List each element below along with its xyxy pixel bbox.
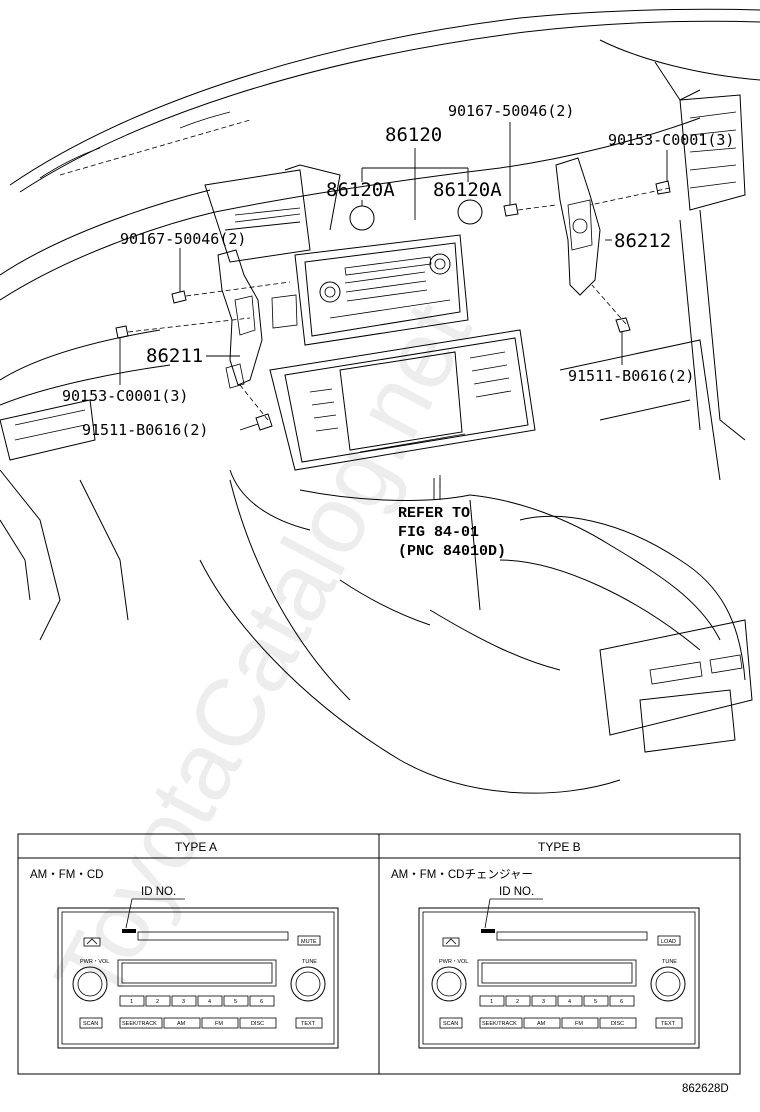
callout-90167-left: 90167-50046(2) [120,230,246,248]
dashboard-outline [0,8,760,794]
type-a-preset-1: 1 [130,999,133,1005]
type-a-btn-scan: SCAN [83,1021,98,1027]
type-a-btn-seek: SEEK/TRACK [122,1021,157,1027]
type-a-id-label: ID NO. [141,886,176,898]
assembly-lines [127,187,671,490]
type-b-preset-5: 5 [594,999,597,1005]
bracket-86212-drawing [555,157,601,296]
type-table: TYPE A TYPE B AM・FM・CD AM・FM・CDチェンジャー [17,833,741,1075]
type-a-preset-5: 5 [234,999,237,1005]
callout-86120a-left: 86120A [326,179,395,201]
type-b-preset-2: 2 [516,999,519,1005]
callout-86120a-right: 86120A [433,179,502,201]
type-b-radio: ID NO. LOAD PWR・VOL TUNE 1 2 3 4 5 6 [418,886,700,1049]
type-b-preset-6: 6 [620,999,623,1005]
type-b-btn-scan: SCAN [443,1021,458,1027]
type-b-load-label: LOAD [661,939,676,945]
type-b-btn-seek: SEEK/TRACK [482,1021,517,1027]
type-b-preset-3: 3 [542,999,545,1005]
type-b-preset-1: 1 [490,999,493,1005]
type-b-btn-text: TEXT [661,1021,676,1027]
type-b-btn-disc: DISC [611,1021,624,1027]
type-a-bottom-buttons: SCAN SEEK/TRACK AM FM DISC TEXT [79,1017,323,1029]
type-a-preset-6: 6 [260,999,263,1005]
callout-91511-right: 91511-B0616(2) [568,367,694,385]
type-a-preset-buttons: 1 2 3 4 5 6 [119,995,275,1007]
callout-86211: 86211 [146,345,203,367]
type-b-btn-fm: FM [575,1021,583,1027]
refer-line-3: (PNC 84010D) [398,543,506,560]
type-a-header: TYPE A [175,840,217,854]
callout-90167-top: 90167-50046(2) [448,102,574,120]
type-a-mute-label: MUTE [301,939,317,945]
leader-lines [119,122,668,500]
type-a-btn-text: TEXT [301,1021,316,1027]
type-b-header: TYPE B [538,840,581,854]
callout-labels: 86120 86120A 86120A 90167-50046(2) 90153… [62,102,734,560]
figure-number: 862628D [682,1083,729,1095]
type-a-subtitle: AM・FM・CD [30,869,103,881]
callout-90153-top: 90153-C0001(3) [608,131,734,149]
type-a-preset-3: 3 [182,999,185,1005]
type-a-preset-2: 2 [156,999,159,1005]
type-b-pwr-label: PWR・VOL [439,959,468,965]
type-a-pwr-label: PWR・VOL [80,959,109,965]
type-a-btn-disc: DISC [251,1021,264,1027]
radio-unit-drawing [271,199,483,329]
callout-91511-left: 91511-B0616(2) [82,421,208,439]
type-b-id-label: ID NO. [499,886,534,898]
callout-90153-left: 90153-C0001(3) [62,387,188,405]
callout-86212: 86212 [614,230,671,252]
type-a-tune-label: TUNE [302,959,317,965]
callout-86120: 86120 [385,124,442,146]
type-b-subtitle: AM・FM・CDチェンジャー [391,868,533,881]
type-a-btn-am: AM [177,1021,186,1027]
type-b-bottom-buttons: SCAN SEEK/TRACK AM FM DISC TEXT [439,1017,683,1029]
type-a-radio: ID NO. MUTE PWR・VOL TUNE 1 2 3 4 5 6 [57,886,339,1049]
type-b-preset-buttons: 1 2 3 4 5 6 [479,995,635,1007]
type-b-preset-4: 4 [568,999,571,1005]
type-b-btn-am: AM [537,1021,546,1027]
refer-line-2: FIG 84-01 [398,524,479,541]
refer-line-1: REFER TO [398,505,470,522]
type-a-btn-fm: FM [215,1021,223,1027]
bracket-86211-drawing [217,249,263,389]
type-b-tune-label: TUNE [662,959,677,965]
type-a-preset-4: 4 [208,999,211,1005]
